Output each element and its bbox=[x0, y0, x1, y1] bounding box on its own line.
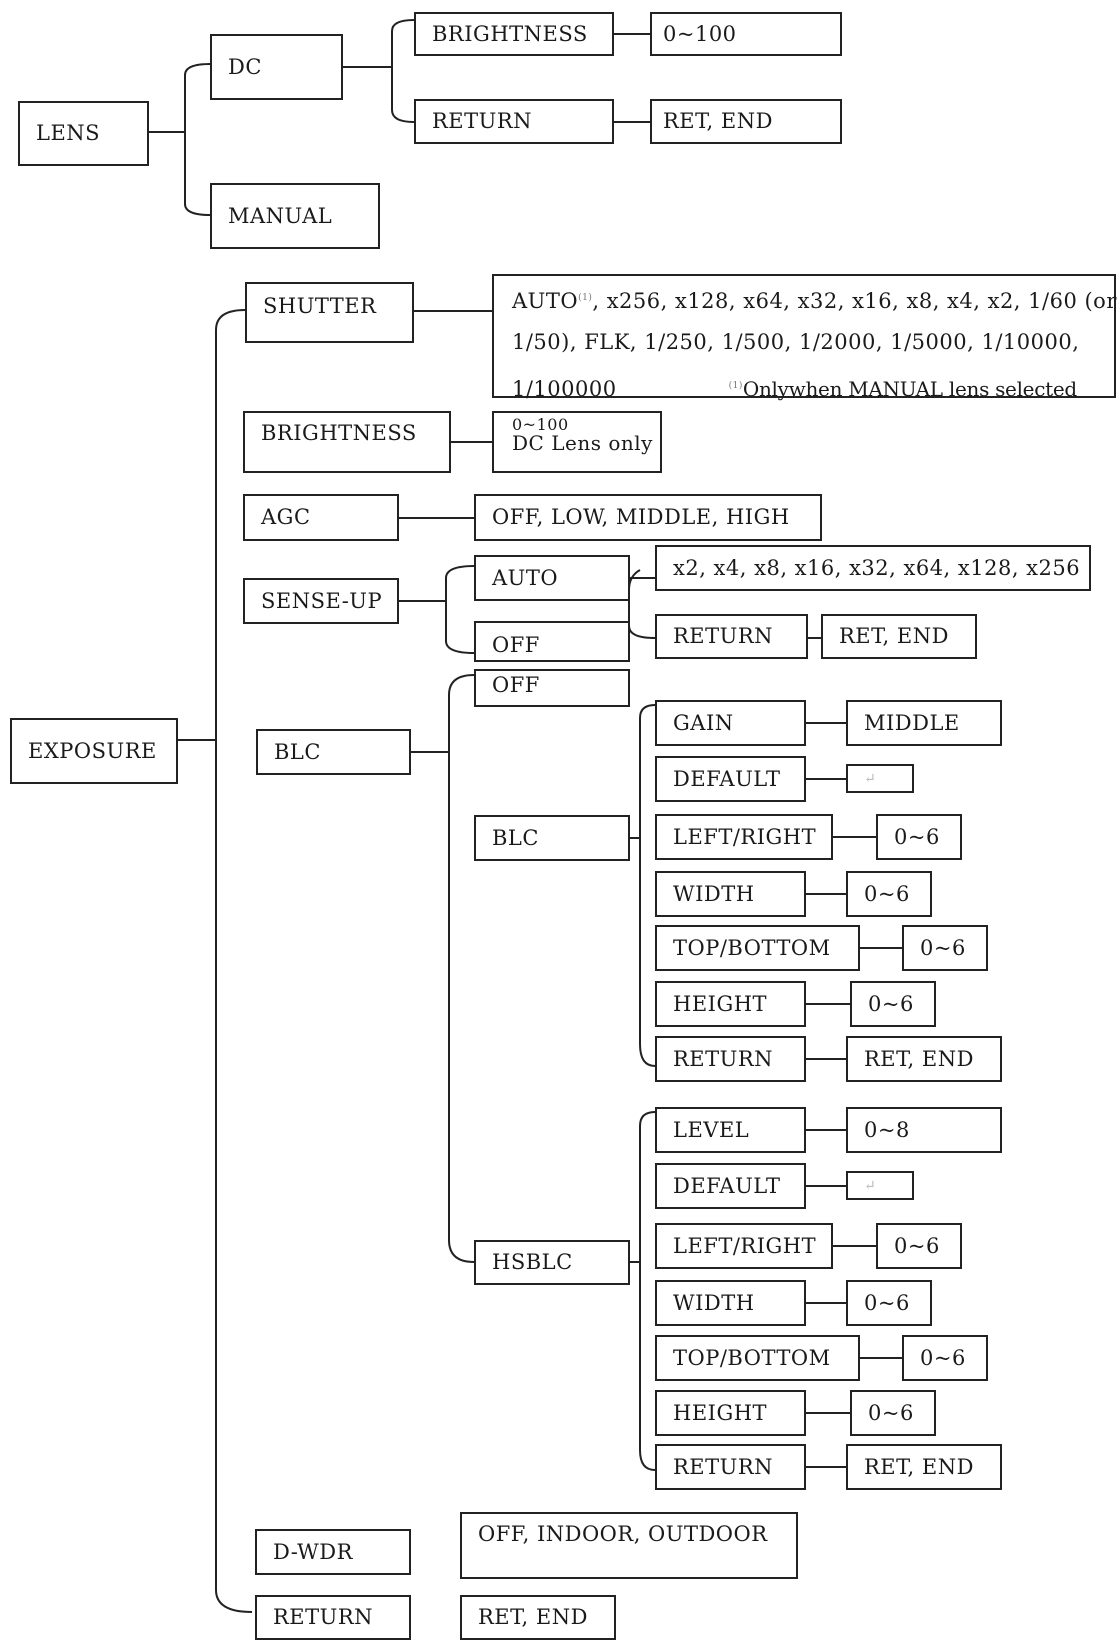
exposure-return-node[interactable]: RETURN bbox=[255, 1595, 411, 1640]
exposure-node[interactable]: EXPOSURE bbox=[10, 718, 178, 784]
hsblc-value-left-right: 0~6 bbox=[876, 1223, 962, 1269]
senseup-return-value: RET, END bbox=[821, 614, 977, 659]
blc-value-height: 0~6 bbox=[850, 981, 936, 1027]
shutter-node[interactable]: SHUTTER bbox=[245, 282, 414, 343]
hsblc-value-return: RET, END bbox=[846, 1444, 1002, 1490]
hsblc-item-default[interactable]: DEFAULT bbox=[655, 1163, 806, 1209]
senseup-node[interactable]: SENSE-UP bbox=[243, 578, 399, 624]
hsblc-value-top-bottom: 0~6 bbox=[902, 1335, 988, 1381]
blc-node[interactable]: BLC bbox=[256, 729, 411, 775]
lens-brightness-node[interactable]: BRIGHTNESS bbox=[414, 12, 614, 56]
lens-return-node[interactable]: RETURN bbox=[414, 99, 614, 144]
agc-options: OFF, LOW, MIDDLE, HIGH bbox=[474, 494, 822, 541]
hsblc-value-width: 0~6 bbox=[846, 1280, 932, 1326]
hsblc-item-top-bottom[interactable]: TOP/BOTTOM bbox=[655, 1335, 860, 1381]
senseup-auto-node[interactable]: AUTO bbox=[474, 555, 630, 601]
blc-value-return: RET, END bbox=[846, 1036, 1002, 1082]
hsblc-item-return[interactable]: RETURN bbox=[655, 1444, 806, 1490]
blc-value-width: 0~6 bbox=[846, 871, 932, 917]
blc-item-return[interactable]: RETURN bbox=[655, 1036, 806, 1082]
blc-item-top-bottom[interactable]: TOP/BOTTOM bbox=[655, 925, 860, 971]
hsblc-enter-icon: ↵ bbox=[846, 1171, 914, 1200]
hsblc-item-left-right[interactable]: LEFT/RIGHT bbox=[655, 1223, 833, 1269]
shutter-options-line3: 1/100000(1)Onlywhen MANUAL lens selected bbox=[512, 377, 1077, 401]
connector-dc bbox=[342, 19, 415, 123]
senseup-off-node[interactable]: OFF bbox=[474, 621, 630, 662]
shutter-options-line1: AUTO(1), x256, x128, x64, x32, x16, x8, … bbox=[512, 289, 1117, 313]
connector-senseup bbox=[398, 565, 475, 654]
exposure-brightness-node[interactable]: BRIGHTNESS bbox=[243, 411, 451, 473]
connector-hsblc bbox=[629, 1111, 656, 1471]
connector-lens bbox=[148, 63, 211, 216]
blc-blc-node[interactable]: BLC bbox=[474, 815, 630, 861]
connector-senseup-auto-branch bbox=[628, 569, 656, 639]
hsblc-node[interactable]: HSBLC bbox=[474, 1240, 630, 1285]
blc-item-height[interactable]: HEIGHT bbox=[655, 981, 806, 1027]
hsblc-item-level[interactable]: LEVEL bbox=[655, 1107, 806, 1153]
lens-dc-node[interactable]: DC bbox=[210, 34, 343, 100]
footnote-mark: (1) bbox=[578, 293, 593, 303]
blc-item-left-right[interactable]: LEFT/RIGHT bbox=[655, 814, 833, 860]
lens-node[interactable]: LENS bbox=[18, 101, 149, 166]
lens-brightness-value: 0~100 bbox=[650, 12, 842, 56]
exposure-return-value: RET, END bbox=[460, 1595, 616, 1640]
blc-value-gain: MIDDLE bbox=[846, 700, 1002, 746]
shutter-footnote: Onlywhen MANUAL lens selected bbox=[742, 377, 1077, 401]
blc-off-node[interactable]: OFF bbox=[474, 669, 630, 707]
exposure-brightness-range: 0~100 bbox=[512, 415, 569, 434]
connector-blc bbox=[410, 674, 475, 1263]
dwdr-options: OFF, INDOOR, OUTDOOR bbox=[460, 1512, 798, 1579]
lens-manual-node[interactable]: MANUAL bbox=[210, 183, 380, 249]
shutter-options: AUTO(1), x256, x128, x64, x32, x16, x8, … bbox=[492, 274, 1117, 401]
exposure-brightness-note: DC Lens only bbox=[512, 431, 653, 455]
blc-enter-icon: ↵ bbox=[846, 764, 914, 793]
blc-value-top-bottom: 0~6 bbox=[902, 925, 988, 971]
shutter-options-line2: 1/50), FLK, 1/250, 1/500, 1/2000, 1/5000… bbox=[512, 330, 1080, 354]
connector-exposure bbox=[177, 309, 253, 1613]
blc-item-width[interactable]: WIDTH bbox=[655, 871, 806, 917]
dwdr-node[interactable]: D-WDR bbox=[255, 1529, 411, 1575]
agc-node[interactable]: AGC bbox=[243, 494, 399, 541]
lens-return-value: RET, END bbox=[650, 99, 842, 144]
hsblc-item-width[interactable]: WIDTH bbox=[655, 1280, 806, 1326]
senseup-auto-options: x2, x4, x8, x16, x32, x64, x128, x256 bbox=[655, 545, 1091, 591]
blc-item-gain[interactable]: GAIN bbox=[655, 700, 806, 746]
blc-item-default[interactable]: DEFAULT bbox=[655, 756, 806, 802]
hsblc-item-height[interactable]: HEIGHT bbox=[655, 1390, 806, 1436]
senseup-return-node[interactable]: RETURN bbox=[655, 614, 808, 659]
blc-value-left-right: 0~6 bbox=[876, 814, 962, 860]
hsblc-value-height: 0~6 bbox=[850, 1390, 936, 1436]
connector-blc-blc bbox=[629, 704, 656, 1067]
hsblc-value-level: 0~8 bbox=[846, 1107, 1002, 1153]
